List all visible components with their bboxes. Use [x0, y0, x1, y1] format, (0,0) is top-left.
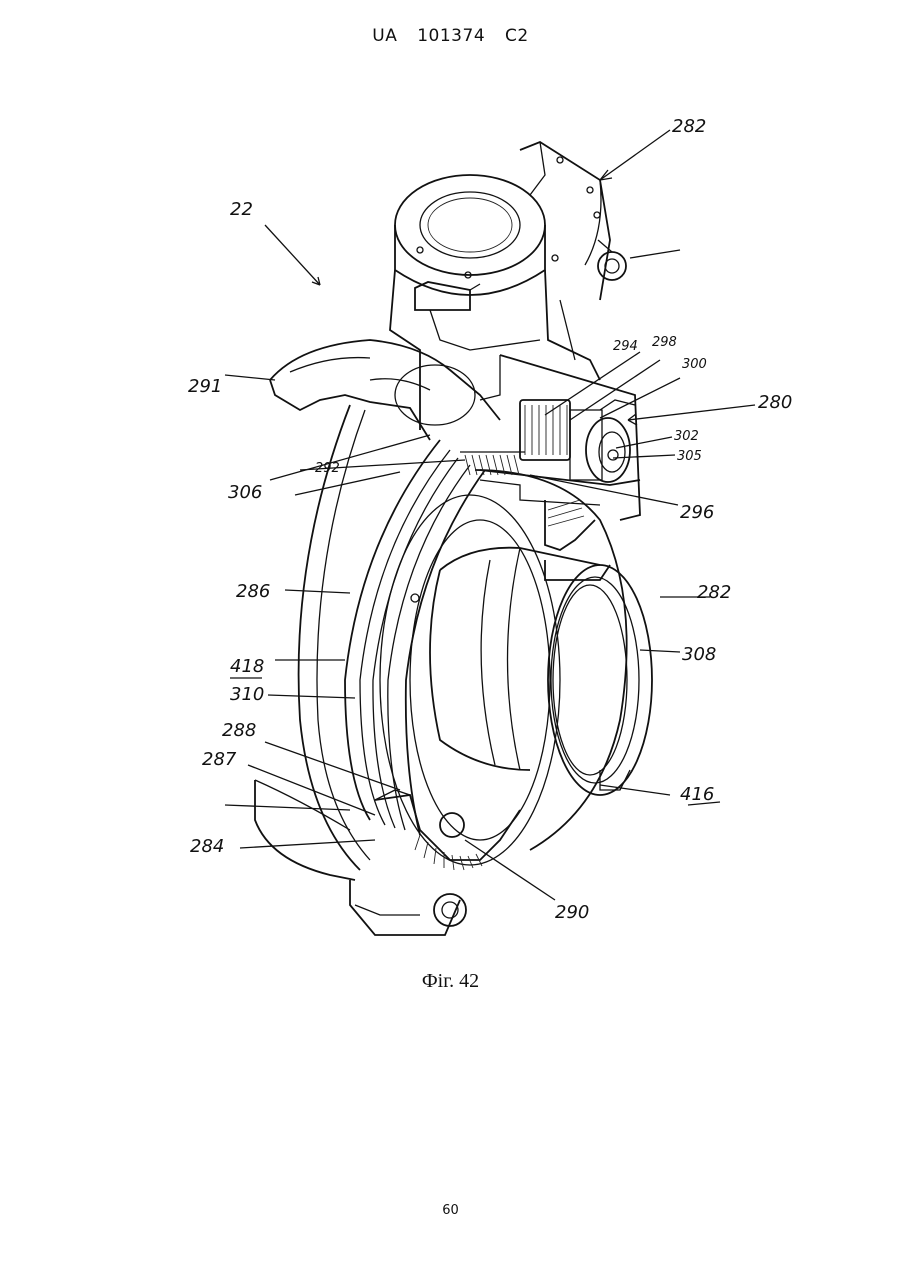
label-280: 280	[758, 392, 792, 413]
figure-caption: Фіг. 42	[0, 970, 901, 993]
label-296: 296	[680, 502, 714, 523]
label-306: 306	[228, 482, 262, 503]
label-298: 298	[652, 335, 677, 350]
label-286: 286	[236, 581, 270, 602]
leader-side-lug	[630, 250, 680, 258]
label-282-right: 282	[697, 582, 731, 603]
leader-296	[530, 475, 678, 505]
label-290: 290	[555, 902, 589, 923]
housing-body	[270, 270, 600, 440]
leader-284	[240, 840, 375, 848]
page-number: 60	[0, 1203, 901, 1218]
leader-22	[265, 225, 320, 285]
leader-291	[225, 375, 275, 380]
leader-302	[616, 437, 672, 448]
outer-rim	[255, 405, 485, 880]
leader-290	[465, 840, 555, 900]
label-292: 292	[315, 461, 340, 476]
label-294: 294	[613, 339, 638, 354]
label-418: 418	[230, 656, 264, 677]
label-302: 302	[674, 429, 699, 444]
leader-305	[613, 455, 675, 458]
leader-286	[285, 590, 350, 593]
label-288: 288	[222, 720, 256, 741]
label-287: 287	[202, 749, 237, 770]
upper-collar	[395, 142, 626, 310]
label-300: 300	[682, 357, 707, 372]
face-plate	[380, 470, 627, 865]
leader-308	[640, 650, 680, 652]
lower-gear	[350, 790, 520, 935]
label-305: 305	[677, 449, 702, 464]
label-282-top: 282	[672, 116, 706, 137]
label-22: 22	[230, 199, 253, 220]
leader-lines	[225, 130, 755, 900]
reference-numerals: 282 22 291 294 298 300 280 302 305 306 2…	[188, 116, 792, 923]
leader-310	[268, 695, 355, 698]
leader-300	[600, 378, 680, 418]
label-416: 416	[680, 784, 714, 805]
label-284: 284	[190, 836, 224, 857]
leader-280	[628, 405, 755, 420]
label-310: 310	[230, 684, 264, 705]
label-291: 291	[188, 376, 222, 397]
leader-306	[270, 435, 430, 480]
leader-288	[265, 742, 400, 790]
leader-282-top	[600, 130, 670, 180]
label-308: 308	[682, 644, 716, 665]
leader-extra	[225, 805, 350, 810]
leader-306b	[295, 472, 400, 495]
